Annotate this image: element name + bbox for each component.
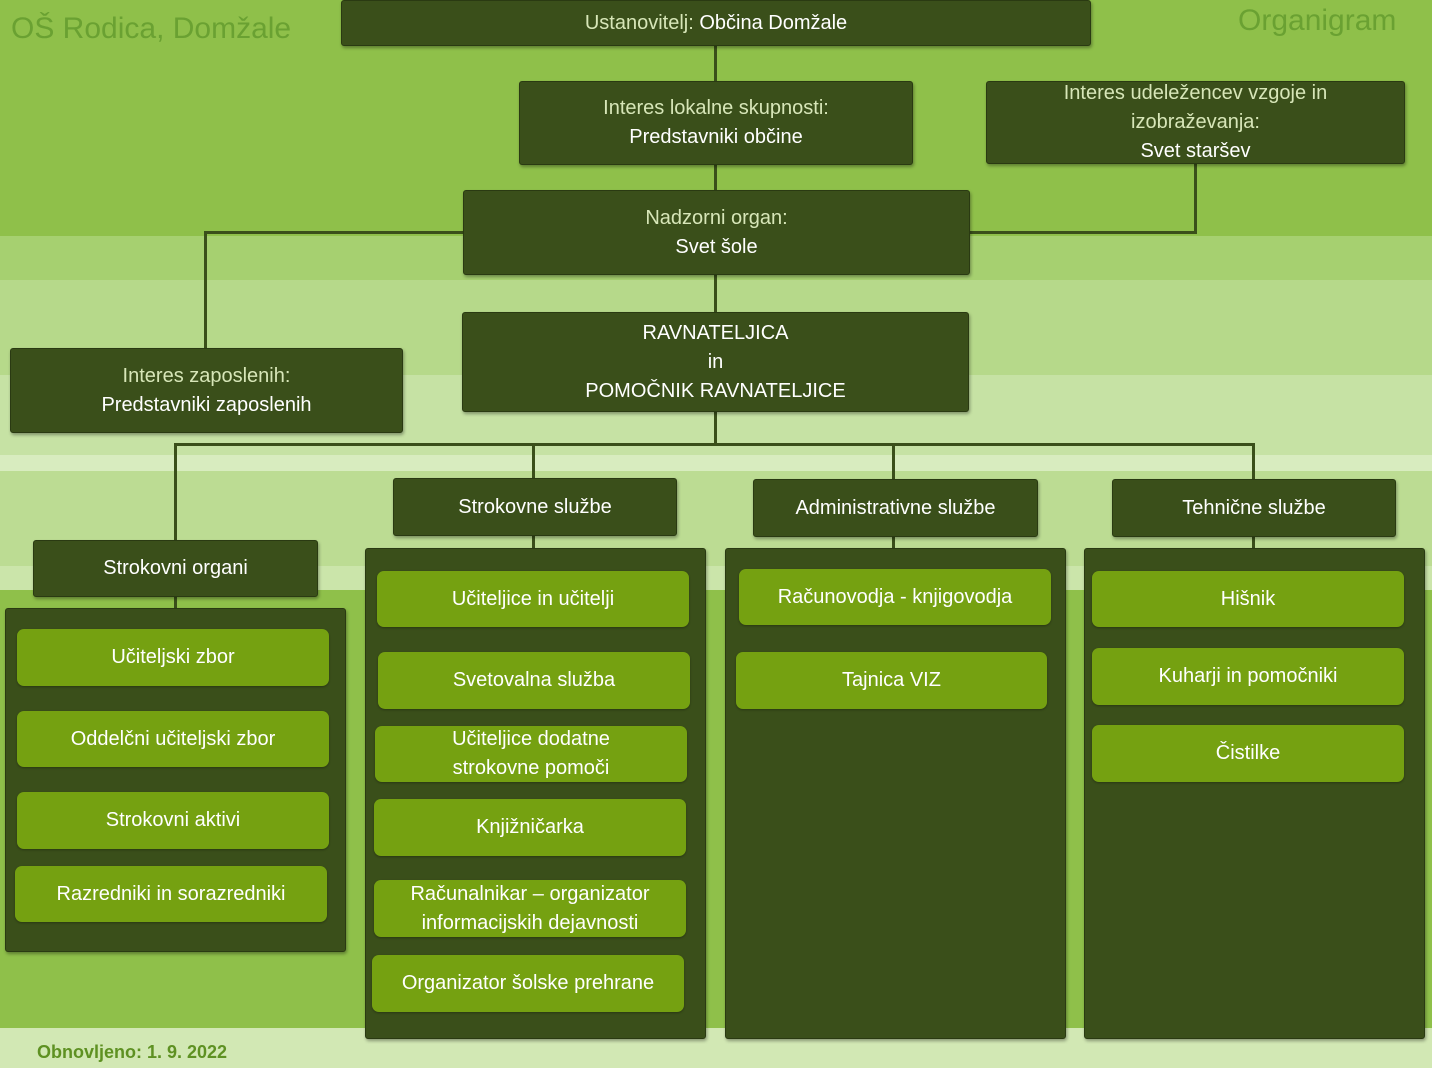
group-item: Učiteljice in učitelji <box>377 571 689 627</box>
connector-line <box>1252 536 1255 549</box>
participants-interest-value: Svet staršev <box>1140 140 1251 162</box>
item-text: Kuharji in pomočniki <box>1158 665 1338 687</box>
director-line: POMOČNIK RAVNATELJICE <box>585 379 846 402</box>
group-item: Oddelčni učiteljski zbor <box>17 711 329 767</box>
group-item: Svetovalna služba <box>378 652 690 709</box>
director-line: RAVNATELJICA <box>642 321 789 344</box>
founder-label: Ustanovitelj: <box>584 11 700 34</box>
item-text: Računalnikar – organizator <box>410 882 650 905</box>
item-text: informacijskih dejavnosti <box>421 911 639 934</box>
group-item: Razredniki in sorazredniki <box>15 866 327 922</box>
participants-interest-label: izobraževanja: <box>1131 111 1260 133</box>
supervisory-node: Nadzorni organ: Svet šole <box>463 190 970 275</box>
group-title: Strokovne službe <box>393 478 677 536</box>
founder-node: Ustanovitelj: Občina Domžale <box>341 0 1091 46</box>
employees-interest-node: Interes zaposlenih: Predstavniki zaposle… <box>10 348 403 433</box>
group-item: Strokovni aktivi <box>17 792 329 849</box>
group-item: Knjižničarka <box>374 799 686 856</box>
employees-interest-label: Interes zaposlenih: <box>122 364 291 387</box>
group-item: Računalnikar – organizator informacijski… <box>374 880 686 937</box>
item-text: Hišnik <box>1220 587 1276 610</box>
local-interest-node: Interes lokalne skupnosti: Predstavniki … <box>519 81 913 165</box>
page-title: Organigram <box>1238 4 1397 37</box>
group-item: Organizator šolske prehrane <box>372 955 684 1012</box>
group-item: Čistilke <box>1092 725 1404 782</box>
founder-value: Občina Domžale <box>699 11 848 34</box>
item-text: Razredniki in sorazredniki <box>56 882 286 905</box>
item-text: Knjižničarka <box>476 816 584 838</box>
group-item: Učiteljski zbor <box>17 629 329 686</box>
connector-line <box>1252 443 1255 480</box>
director-node: RAVNATELJICA in POMOČNIK RAVNATELJICE <box>462 312 969 412</box>
item-text: Računovodja - knjigovodja <box>777 585 1013 608</box>
background-band <box>0 455 1432 471</box>
item-text: Čistilke <box>1215 742 1281 764</box>
item-text: Strokovni aktivi <box>105 809 241 831</box>
local-interest-label: Interes lokalne skupnosti: <box>603 97 829 119</box>
group-item: Hišnik <box>1092 571 1404 627</box>
item-text: Učiteljski zbor <box>111 646 235 668</box>
item-text: Svetovalna služba <box>452 669 616 691</box>
item-text: Tajnica VIZ <box>842 669 941 691</box>
connector-line <box>892 443 895 480</box>
item-text: strokovne pomoči <box>452 757 610 779</box>
connector-line <box>969 231 1197 234</box>
connector-line <box>174 597 177 609</box>
participants-interest-label: Interes udeležencev vzgoje in <box>1063 82 1328 104</box>
director-line: in <box>707 350 724 373</box>
item-text: Oddelčni učiteljski zbor <box>70 727 276 750</box>
group-item: Tajnica VIZ <box>736 652 1047 709</box>
connector-line <box>1194 164 1197 234</box>
connector-line <box>204 231 464 234</box>
connector-line <box>714 46 717 82</box>
connector-line <box>174 443 177 541</box>
connector-line <box>532 443 535 479</box>
school-name: OŠ Rodica, Domžale <box>11 12 292 45</box>
supervisory-value: Svet šole <box>675 235 758 258</box>
group-panel-administrativne-sluzbe <box>725 548 1066 1039</box>
group-item: Učiteljice dodatne strokovne pomoči <box>375 726 687 782</box>
connector-line <box>532 535 535 549</box>
supervisory-label: Nadzorni organ: <box>645 206 788 229</box>
local-interest-value: Predstavniki občine <box>629 126 803 148</box>
group-panel-tehnicne-sluzbe <box>1084 548 1425 1039</box>
group-title: Administrativne službe <box>753 479 1038 537</box>
group-item: Kuharji in pomočniki <box>1092 648 1404 705</box>
connector-line <box>174 443 1255 446</box>
connector-line <box>714 411 717 446</box>
group-title: Strokovni organi <box>33 540 318 597</box>
participants-interest-node: Interes udeležencev vzgoje in izobraževa… <box>986 81 1405 164</box>
item-text: Učiteljice in učitelji <box>451 587 615 610</box>
updated-date: Obnovljeno: 1. 9. 2022 <box>37 1042 228 1062</box>
group-item: Računovodja - knjigovodja <box>739 569 1051 625</box>
item-text: Organizator šolske prehrane <box>401 972 655 994</box>
connector-line <box>714 165 717 191</box>
connector-line <box>892 536 895 549</box>
group-title: Tehnične službe <box>1112 479 1396 537</box>
connector-line <box>714 275 717 313</box>
item-text: Učiteljice dodatne <box>452 728 610 750</box>
connector-line <box>204 231 207 349</box>
employees-interest-value: Predstavniki zaposlenih <box>101 393 312 416</box>
